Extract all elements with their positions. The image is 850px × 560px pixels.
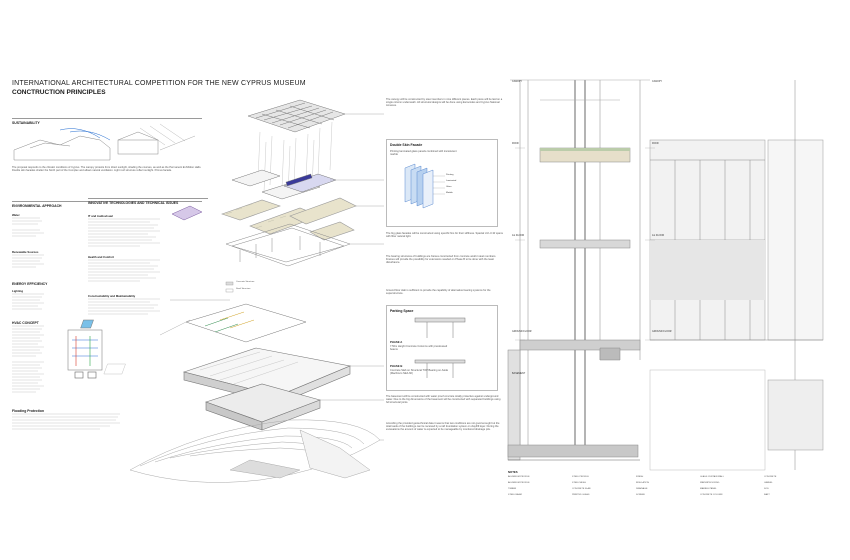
legend-item: STEEL BEAM [508, 494, 522, 496]
legend-item: CONCRETE [764, 476, 777, 478]
accent-block [171, 205, 203, 221]
subheading-water: Water [12, 213, 20, 217]
big-glass-note: The big glass facades will be constructe… [386, 232, 503, 239]
first-floor-level-label: 1st FLOOR [512, 234, 525, 237]
legend-item: DRAINAGE [636, 488, 648, 490]
panel-label-glass: Glass [446, 186, 452, 188]
legend-item: CONCRETE SLAB [572, 488, 591, 490]
legend-item: GRAVEL [764, 482, 773, 484]
legend-item: ALUMINUM PROFILE [508, 476, 530, 478]
heading-environmental: ENVIRONMENTAL APPROACH [12, 204, 62, 208]
parking-box: Parking Space PHASE A 7.50m Height Concr… [386, 305, 498, 391]
legend-item: MARBLE PANEL [700, 488, 717, 490]
ground-floor-level-label-2: GROUND FLOOR [652, 330, 672, 333]
geotech-note: According the provided geotechnical data… [386, 422, 500, 432]
basement-level-label: BASEMENT [512, 372, 526, 375]
first-floor-level-label-2: 1st FLOOR [652, 234, 665, 237]
ground-floor-level-label: GROUND FLOOR [512, 330, 532, 333]
double-skin-subtitle: Printing laminated glass panels combined… [390, 150, 457, 157]
bearing-note: The bearing structures of buildings are … [386, 255, 497, 265]
phase-b-text: Concrete Slab on Structural TOP Bearing … [390, 369, 449, 376]
legend-item: GLASS CURTAIN WALL [700, 476, 724, 478]
sustainability-text: The proposal responds to the climatic co… [12, 166, 202, 173]
legend-item: STEEL MESH [572, 482, 586, 484]
divider-rule [88, 198, 208, 199]
subheading-health: Health and Comfort [88, 255, 114, 259]
double-skin-title: Double Skin Facade [390, 143, 423, 147]
divider-rule [12, 201, 202, 202]
phase-b-label: PHASE B [390, 364, 403, 368]
legend-item: CONCRETE COLUMN [700, 494, 723, 496]
legend-item: SOIL [764, 488, 769, 490]
canopy-level-label-2: CANOPY [652, 80, 663, 83]
ground-floor-note: Ground floor slab is sufficient to provi… [386, 289, 491, 296]
parking-section-drawing [414, 317, 466, 378]
facade-panels-drawing [404, 163, 445, 209]
phase-a-text: 7.50m Height Concrete Columns with prest… [390, 345, 448, 352]
legend-concrete: Concrete Structure [236, 281, 255, 283]
heading-sustainability: SUSTAINABILITY [12, 121, 40, 125]
heading-flooding: Flooding Protection [12, 409, 45, 413]
legend-item: SCREED [636, 494, 646, 496]
legend-item: WATERPROOFING [700, 482, 720, 484]
phase-a-label: PHASE A [390, 340, 403, 344]
roof-level-label-2: ROOF [652, 142, 659, 145]
legend-item: TIMBER [508, 488, 517, 490]
subheading-renewable: Renewable Sources [12, 250, 39, 254]
double-skin-box: Double Skin Facade Printing laminated gl… [386, 139, 498, 227]
heading-hvac: HVAC CONCEPT [12, 321, 39, 325]
canopy-note: The canopy will be constructed by steel … [386, 98, 503, 108]
panel-label-laminated: Laminated [446, 180, 457, 182]
subheading-constructability: Constructability and Maintainability [88, 294, 136, 298]
subheading-it-av: IT and Audiovisual [88, 214, 113, 218]
divider-rule [12, 118, 202, 119]
notes-heading: NOTES [508, 470, 518, 474]
notes-legend: ALUMINUM PROFILE STEEL PROFILE FINISH GL… [508, 476, 828, 500]
parking-title: Parking Space [390, 309, 414, 313]
canopy-level-label: CANOPY [512, 80, 523, 83]
legend-item: RAFT [764, 494, 770, 496]
roof-level-label: ROOF [512, 142, 519, 145]
board-subtitle: CONCTRUCTION PRINCIPLES [12, 89, 106, 96]
legend-item: ALUMINUM PROFILE [508, 482, 530, 484]
panel-label-printing: Printing [446, 174, 454, 176]
legend-item: FINISH [636, 476, 644, 478]
subheading-lighting: Lighting [12, 289, 24, 293]
legend-item: STEEL PROFILE [572, 476, 589, 478]
legend-item: PRINTED GLASS [572, 494, 590, 496]
legend-steel: Steel Structure [236, 288, 251, 290]
legend-item: INSULATION [636, 482, 649, 484]
heading-innovative: INNOVATIVE TECHNOLOGIES AND TECHNICAL IS… [88, 201, 179, 205]
heading-energy: ENERGY EFFICIENCY [12, 282, 48, 286]
basement-note: The basement will be constructed with wa… [386, 395, 501, 405]
board-title: INTERNATIONAL ARCHITECTURAL COMPETITION … [12, 80, 306, 87]
panel-label-marble: Marble [446, 192, 453, 194]
